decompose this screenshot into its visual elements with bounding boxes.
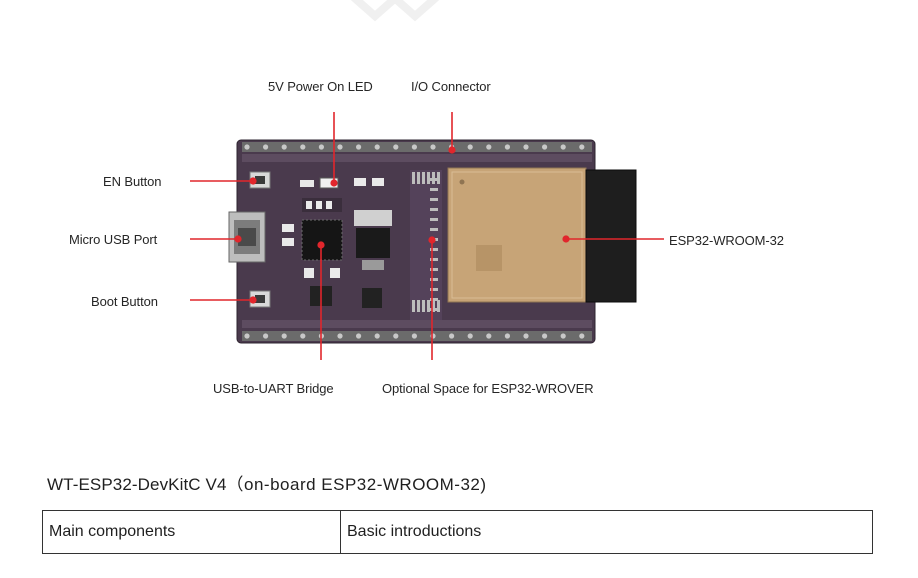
pad [430, 208, 438, 211]
uart-bridge-chip [301, 219, 343, 261]
pin [579, 144, 585, 150]
pin [430, 333, 436, 339]
pad [432, 300, 435, 312]
pad [427, 300, 430, 312]
pin [300, 144, 306, 150]
wrover-pads [412, 172, 440, 312]
callout-io-connector-label: I/O Connector [411, 79, 491, 94]
callout-boot-button-label: Boot Button [91, 294, 158, 309]
watermark-mark [350, 0, 440, 22]
pad [437, 300, 440, 312]
pad [430, 268, 438, 271]
pad [430, 198, 438, 201]
callout-uart-bridge-label: USB-to-UART Bridge [213, 381, 334, 396]
pin [263, 144, 269, 150]
callout-power-led-label: 5V Power On LED [268, 79, 373, 94]
pin [244, 333, 250, 339]
components-table: Main components Basic introductions [42, 510, 873, 554]
wrover-pad-area [410, 170, 442, 320]
pad [422, 172, 425, 184]
pad [430, 258, 438, 261]
pin [467, 144, 473, 150]
pin [523, 144, 529, 150]
top-pin-header [242, 142, 592, 152]
pin [318, 144, 324, 150]
pad [430, 278, 438, 281]
bottom-pin-header [242, 331, 592, 341]
table-header-cell: Basic introductions [340, 510, 873, 554]
pad [430, 228, 438, 231]
pad [430, 218, 438, 221]
pin [244, 144, 250, 150]
pin [263, 333, 269, 339]
pin [337, 144, 343, 150]
pin [430, 144, 436, 150]
pad [417, 172, 420, 184]
pin [523, 333, 529, 339]
pad [430, 288, 438, 291]
pad [430, 298, 438, 301]
figure-caption: WT-ESP32-DevKitC V4（on-board ESP32-WROOM… [47, 470, 487, 495]
pin [393, 144, 399, 150]
caption-subtitle: （on-board ESP32-WROOM-32) [226, 475, 487, 494]
table-header-row: Main components Basic introductions [42, 510, 873, 554]
bottom-pin-dots [244, 333, 585, 339]
callout-pointers [190, 112, 664, 360]
callout-en-button-label: EN Button [103, 174, 162, 189]
pad [427, 172, 430, 184]
pin [393, 333, 399, 339]
pin [281, 144, 287, 150]
micro-usb-component [228, 211, 266, 263]
pad [432, 172, 435, 184]
pin [374, 144, 380, 150]
power-led-component [300, 177, 339, 189]
voltage-regulator [354, 210, 392, 270]
pin [504, 333, 510, 339]
pad [437, 172, 440, 184]
pin [560, 333, 566, 339]
pad [430, 248, 438, 251]
board-diagram [190, 112, 664, 360]
callout-wroom-label: ESP32-WROOM-32 [669, 233, 784, 248]
pad [430, 188, 438, 191]
pin [486, 333, 492, 339]
antenna-area [586, 170, 636, 302]
callout-micro-usb-label: Micro USB Port [69, 232, 158, 247]
pad [417, 300, 420, 312]
pin [411, 333, 417, 339]
pin [486, 144, 492, 150]
pin [449, 333, 455, 339]
pin [542, 333, 548, 339]
pin [356, 144, 362, 150]
table-header-cell: Main components [42, 510, 341, 554]
pin [281, 333, 287, 339]
callout-wrover-space-label: Optional Space for ESP32-WROVER [382, 381, 594, 396]
pin [560, 144, 566, 150]
pin [337, 333, 343, 339]
pad [422, 300, 425, 312]
caption-title: WT-ESP32-DevKitC V4 [47, 475, 227, 494]
pin [300, 333, 306, 339]
pin [467, 333, 473, 339]
pin [542, 144, 548, 150]
pin [374, 333, 380, 339]
pin [504, 144, 510, 150]
wroom-module [447, 167, 587, 303]
pad [412, 172, 415, 184]
pad [412, 300, 415, 312]
pin [356, 333, 362, 339]
board-figure: 5V Power On LED I/O Connector EN Button … [69, 79, 784, 396]
pin [411, 144, 417, 150]
pin [579, 333, 585, 339]
